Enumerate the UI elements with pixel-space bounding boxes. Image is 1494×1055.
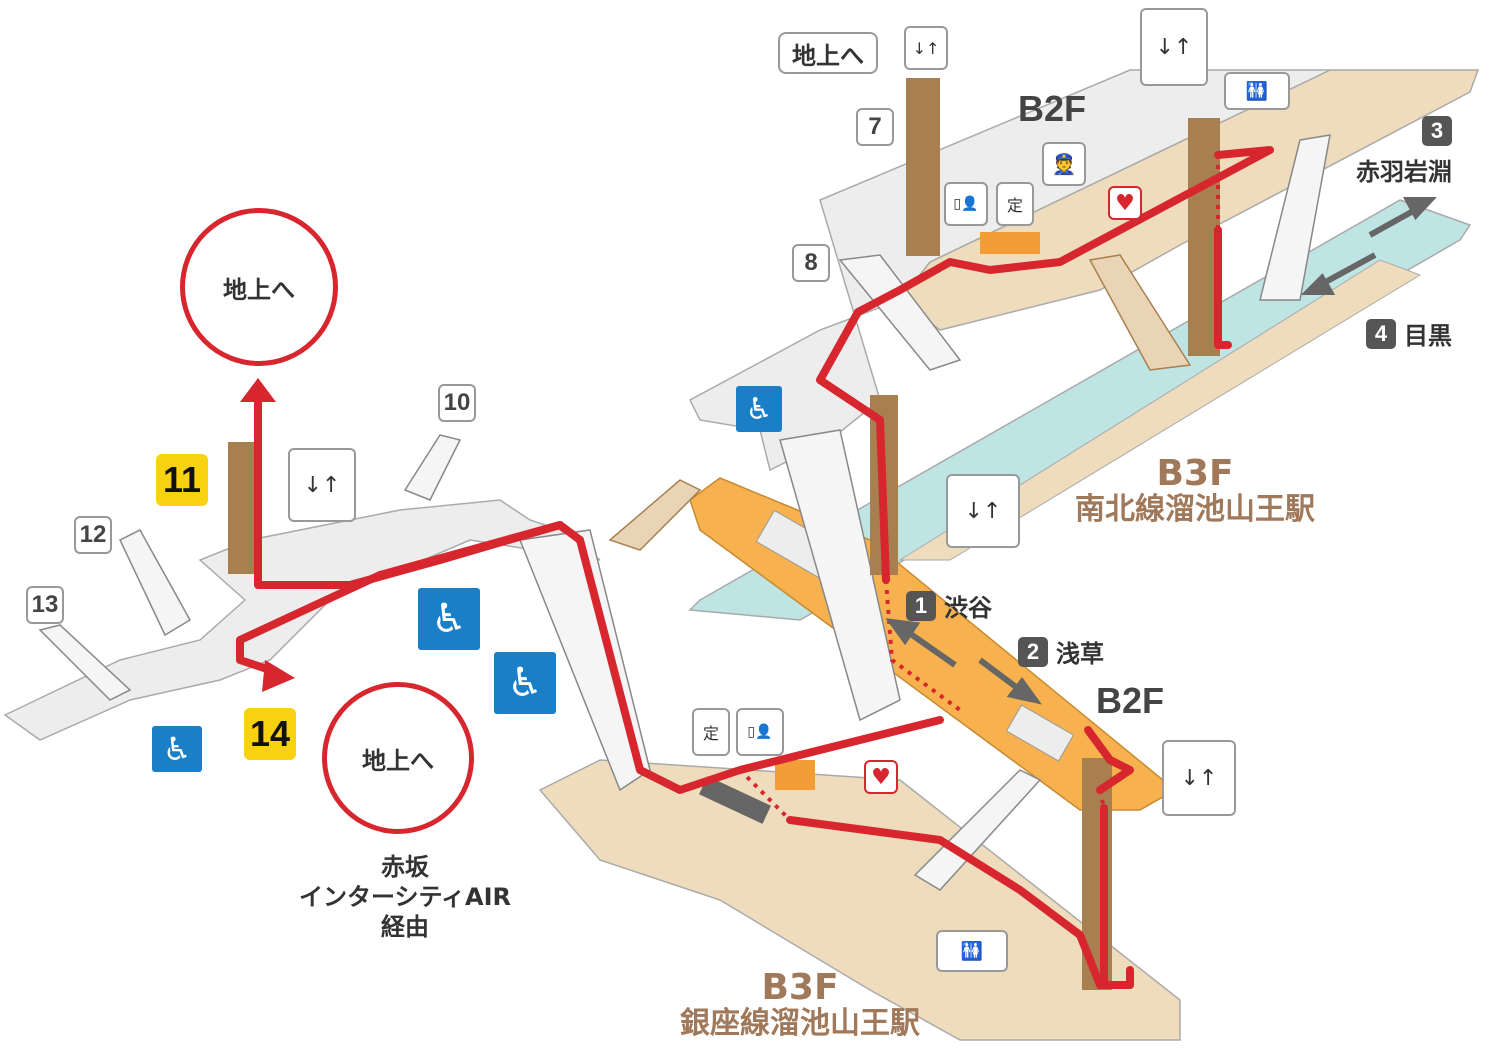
direction-arrow bbox=[903, 627, 957, 668]
via-akasaka-intercity: 赤坂 インターシティAIR 経由 bbox=[260, 852, 550, 942]
route-arrow-up bbox=[240, 378, 276, 402]
exit-11[interactable]: 11 bbox=[156, 454, 208, 506]
column bbox=[906, 78, 940, 256]
direction-asakusa: 2 浅草 bbox=[1018, 634, 1104, 669]
via-line-1: 赤坂 bbox=[381, 853, 429, 881]
exit-14[interactable]: 14 bbox=[244, 708, 296, 760]
namboku-name: 南北線溜池山王駅 bbox=[1075, 492, 1315, 527]
stairs bbox=[38, 624, 132, 701]
left-corridor bbox=[3, 499, 601, 741]
commuter-pass-icon: 定 bbox=[996, 182, 1034, 226]
to-ground-circle-bottom[interactable]: 地上へ bbox=[322, 682, 474, 834]
station-staff-icon: 👮 bbox=[1042, 142, 1086, 186]
toilet-icon: 🚻 bbox=[936, 930, 1008, 972]
route-line bbox=[816, 146, 1274, 584]
toilet-icon: 🚻 bbox=[1224, 72, 1290, 110]
namboku-floor: B3F bbox=[1156, 453, 1234, 494]
direction-akabane-iwabuchi: 3 赤羽岩淵 bbox=[1356, 116, 1452, 187]
wheelchair-icon: ♿ bbox=[152, 726, 202, 772]
elevator-icon[interactable]: ↓↑ bbox=[904, 26, 948, 70]
direction-arrow bbox=[978, 657, 1022, 693]
via-line-2: インターシティAIR bbox=[298, 883, 512, 911]
escalator bbox=[1259, 134, 1331, 301]
ticket-office bbox=[775, 760, 815, 790]
elevator-icon[interactable]: ↓↑ bbox=[1162, 740, 1236, 816]
direction-num: 3 bbox=[1422, 116, 1452, 146]
elevator-icon[interactable]: ↓↑ bbox=[946, 474, 1020, 548]
escalator bbox=[779, 429, 901, 722]
platform-opening bbox=[1005, 704, 1075, 762]
ticket-machine-icon: ▯👤 bbox=[736, 708, 784, 756]
aed-icon: ♥ bbox=[864, 760, 898, 794]
column bbox=[228, 442, 254, 574]
elevator-icon[interactable]: ↓↑ bbox=[288, 448, 356, 522]
route-line bbox=[1214, 226, 1232, 349]
ginza-station-label: B3F 銀座線溜池山王駅 bbox=[640, 970, 960, 1042]
stairs bbox=[119, 529, 192, 637]
ticket-office bbox=[980, 232, 1040, 254]
route-line bbox=[576, 536, 944, 794]
direction-label: 浅草 bbox=[1056, 640, 1104, 668]
exit-12[interactable]: 12 bbox=[74, 516, 112, 554]
wheelchair-escalator-icon: ♿ bbox=[736, 386, 782, 432]
wheelchair-stairlift-icon: ♿ bbox=[494, 652, 556, 714]
aed-icon: ♥ bbox=[1108, 186, 1142, 220]
exit-13[interactable]: 13 bbox=[26, 586, 64, 624]
direction-label: 渋谷 bbox=[944, 594, 992, 622]
route-line bbox=[236, 521, 564, 674]
direction-arrow bbox=[1006, 676, 1043, 705]
stairs bbox=[403, 434, 462, 501]
exit-7[interactable]: 7 bbox=[856, 108, 894, 146]
escalator bbox=[838, 254, 962, 371]
direction-arrow bbox=[1318, 252, 1377, 288]
to-ground-pill[interactable]: 地上へ bbox=[778, 32, 878, 74]
route-line bbox=[786, 816, 1134, 989]
route-dotted bbox=[848, 298, 882, 322]
wheelchair-icon: ♿ bbox=[418, 588, 480, 650]
floor-label-b2f-upper: B2F bbox=[1018, 88, 1087, 129]
direction-arrow bbox=[1300, 273, 1336, 295]
route-dotted bbox=[1098, 789, 1106, 809]
direction-label: 赤羽岩淵 bbox=[1356, 158, 1452, 186]
namboku-platform-lower bbox=[898, 259, 1422, 561]
direction-num: 2 bbox=[1018, 636, 1048, 667]
direction-arrow bbox=[1403, 197, 1437, 221]
route-arrow-right bbox=[262, 660, 295, 692]
exit-10[interactable]: 10 bbox=[438, 384, 476, 422]
stairs bbox=[608, 479, 702, 551]
via-line-3: 経由 bbox=[381, 913, 429, 941]
route-line bbox=[1084, 726, 1134, 794]
direction-num: 1 bbox=[906, 590, 936, 621]
route-dotted bbox=[738, 768, 792, 822]
ginza-floor: B3F bbox=[761, 967, 839, 1008]
direction-meguro: 4 目黒 bbox=[1366, 316, 1452, 351]
namboku-station-label: B3F 南北線溜池山王駅 bbox=[1035, 456, 1355, 528]
stairs bbox=[913, 769, 1042, 891]
ginza-name: 銀座線溜池山王駅 bbox=[680, 1006, 920, 1041]
exit-8[interactable]: 8 bbox=[792, 244, 830, 282]
ticket-machine-icon: ▯👤 bbox=[944, 182, 988, 226]
ticket-gate bbox=[699, 776, 771, 824]
direction-shibuya: 1 渋谷 bbox=[906, 588, 992, 623]
commuter-pass-icon: 定 bbox=[692, 708, 730, 756]
direction-arrow bbox=[1368, 207, 1417, 238]
route-dotted bbox=[884, 579, 962, 712]
direction-num: 4 bbox=[1366, 318, 1396, 349]
escalator bbox=[1088, 254, 1192, 371]
elevator-icon[interactable]: ↓↑ bbox=[1140, 8, 1208, 86]
floor-label-b2f-lower: B2F bbox=[1096, 680, 1165, 721]
direction-label: 目黒 bbox=[1404, 322, 1452, 350]
direction-arrow bbox=[885, 618, 921, 646]
to-ground-circle-top[interactable]: 地上へ bbox=[180, 208, 338, 366]
